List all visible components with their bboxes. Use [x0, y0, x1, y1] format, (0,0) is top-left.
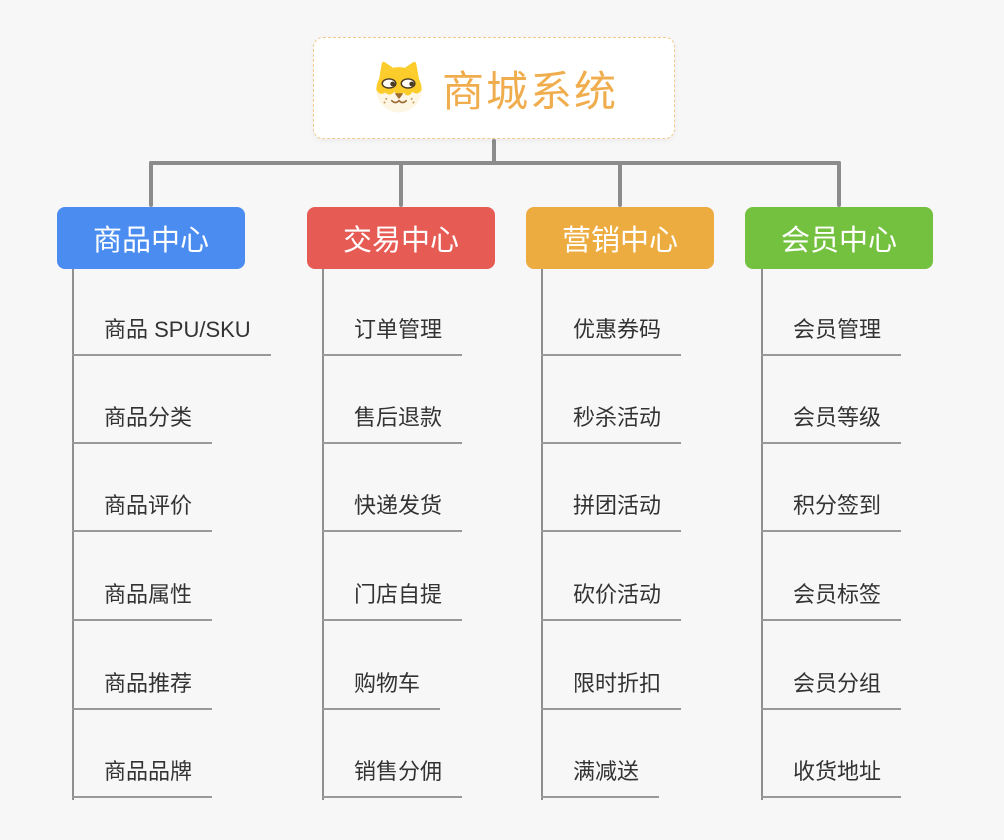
leaf-node[interactable]: 砍价活动: [541, 581, 682, 621]
dog-face-icon: [376, 61, 422, 113]
leaf-node[interactable]: 收货地址: [761, 758, 902, 798]
leaf-node[interactable]: 会员等级: [761, 404, 902, 444]
leaf-node[interactable]: 快递发货: [322, 492, 463, 532]
leaf-node[interactable]: 订单管理: [322, 316, 463, 356]
leaf-node[interactable]: 满减送: [541, 758, 660, 798]
connector-drop-2: [399, 161, 403, 207]
branch-rail-product: [72, 269, 74, 800]
root-label: 商城系统: [441, 67, 618, 115]
leaf-node[interactable]: 门店自提: [322, 581, 463, 621]
connector-drop-1: [149, 161, 153, 207]
connector-root-stem: [492, 139, 496, 165]
branch-node-trade[interactable]: 交易中心: [307, 207, 495, 269]
connector-bus: [149, 161, 841, 165]
leaf-node[interactable]: 商品 SPU/SKU: [72, 316, 271, 356]
leaf-node[interactable]: 商品推荐: [72, 670, 213, 710]
branch-label: 会员中心: [780, 225, 897, 257]
branch-node-product[interactable]: 商品中心: [57, 207, 245, 269]
leaf-node[interactable]: 会员标签: [761, 581, 902, 621]
leaf-node[interactable]: 会员管理: [761, 316, 902, 356]
branch-node-marketing[interactable]: 营销中心: [526, 207, 714, 269]
leaf-node[interactable]: 商品分类: [72, 404, 213, 444]
leaf-node[interactable]: 购物车: [322, 670, 441, 710]
leaf-node[interactable]: 秒杀活动: [541, 404, 682, 444]
branch-rail-trade: [322, 269, 324, 800]
branch-label: 营销中心: [561, 225, 678, 257]
branch-label: 商品中心: [92, 225, 209, 257]
root-node[interactable]: 商城系统: [313, 37, 675, 139]
leaf-node[interactable]: 销售分佣: [322, 758, 463, 798]
leaf-node[interactable]: 优惠券码: [541, 316, 682, 356]
branch-rail-member: [761, 269, 763, 800]
branch-node-member[interactable]: 会员中心: [745, 207, 933, 269]
leaf-node[interactable]: 限时折扣: [541, 670, 682, 710]
connector-drop-3: [618, 161, 622, 207]
leaf-node[interactable]: 商品属性: [72, 581, 213, 621]
leaf-node[interactable]: 商品评价: [72, 492, 213, 532]
leaf-node[interactable]: 会员分组: [761, 670, 902, 710]
branch-label: 交易中心: [342, 225, 459, 257]
branch-rail-marketing: [541, 269, 543, 800]
leaf-node[interactable]: 积分签到: [761, 492, 902, 532]
leaf-node[interactable]: 拼团活动: [541, 492, 682, 532]
leaf-node[interactable]: 商品品牌: [72, 758, 213, 798]
leaf-node[interactable]: 售后退款: [322, 404, 463, 444]
connector-drop-4: [837, 161, 841, 207]
